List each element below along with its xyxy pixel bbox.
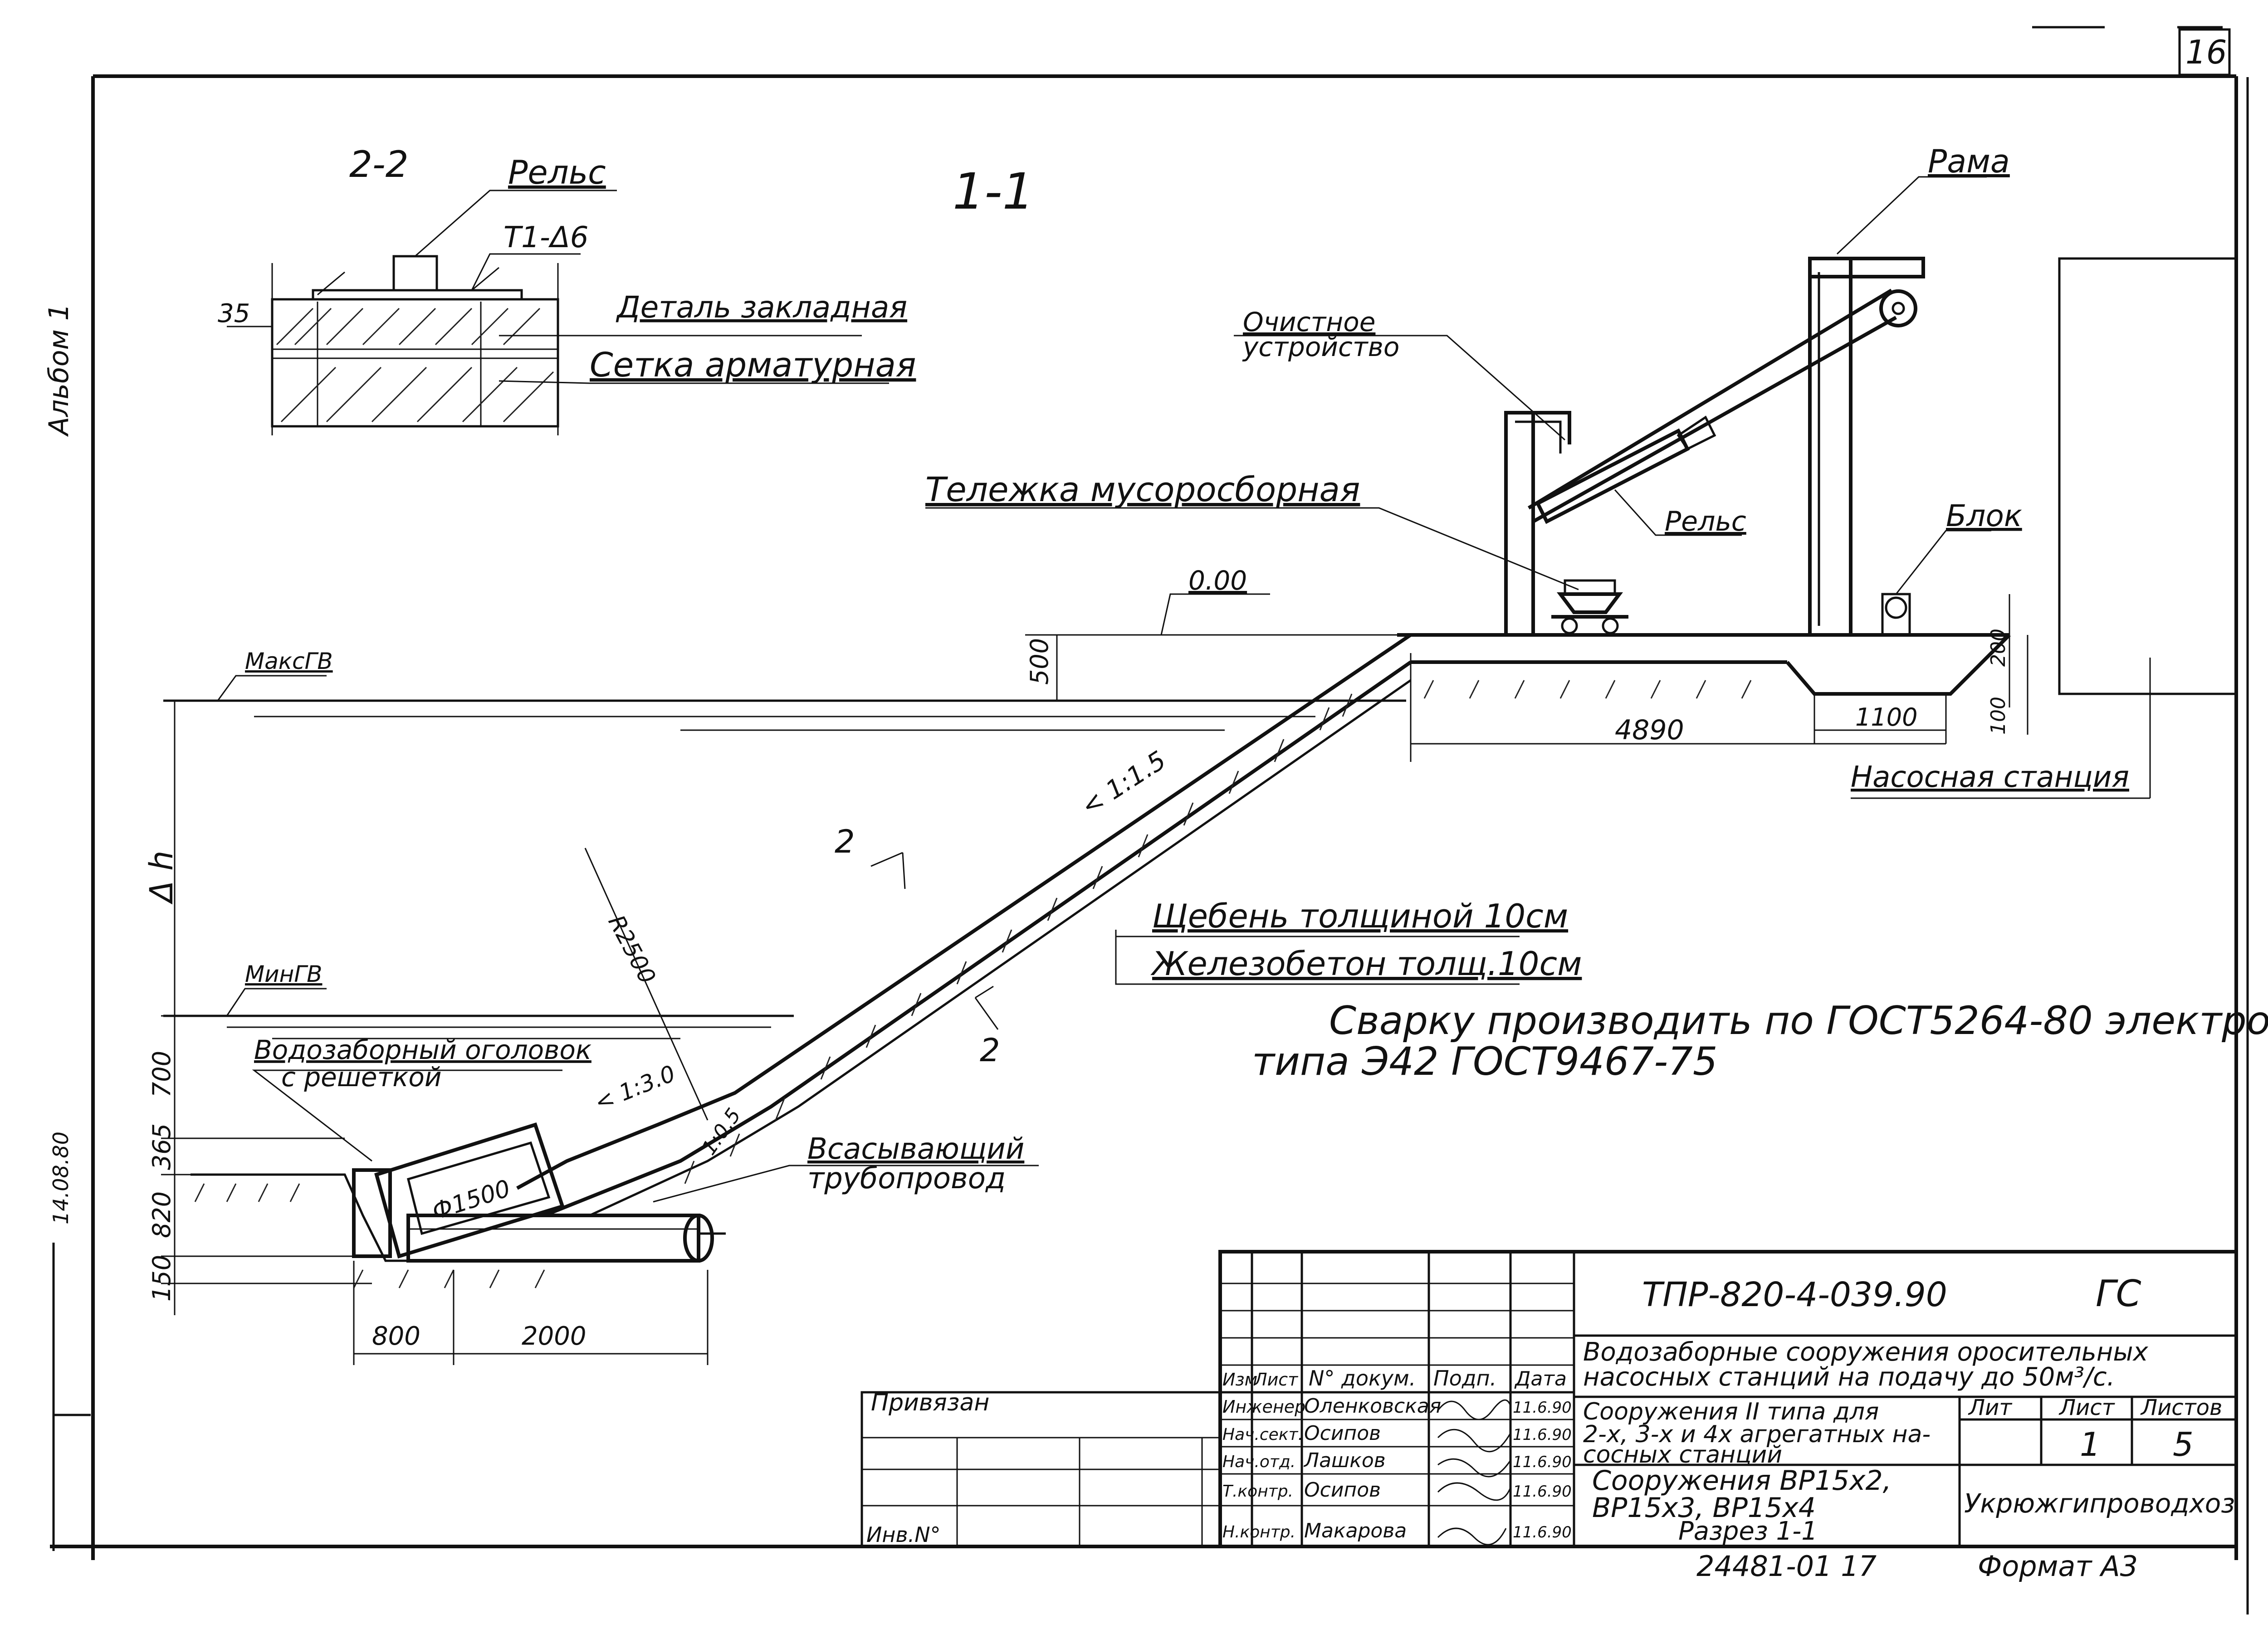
sub-line3: Разрез 1-1 bbox=[1678, 1517, 1818, 1546]
sub-line1: Сооружения ВР15х2, bbox=[1592, 1465, 1892, 1497]
level-000-label: 0.00 bbox=[1188, 565, 1247, 596]
type-line2: 2-х, 3-х и 4х агрегатных на- bbox=[1583, 1421, 1931, 1448]
intake-label-line1: Водозаборный оголовок bbox=[254, 1034, 591, 1065]
dim-200: 200 bbox=[1987, 629, 2010, 667]
slope-structure bbox=[191, 633, 1412, 1365]
date-3: 11.6.90 bbox=[1513, 1453, 1572, 1471]
type-line1: Сооружения II типа для bbox=[1583, 1398, 1879, 1425]
title-line2: насосных станций на подачу до 50м³/с. bbox=[1583, 1362, 2115, 1392]
role-5: Н.контр. bbox=[1222, 1523, 1295, 1541]
pump-station-label: Насосная станция bbox=[1851, 761, 2129, 794]
drawing-code: ТПР-820-4-039.90 bbox=[1642, 1275, 1947, 1314]
name-1: Оленковская bbox=[1304, 1395, 1441, 1418]
name-4: Осипов bbox=[1304, 1478, 1381, 1502]
cleaner-label-line1: Очистное bbox=[1243, 307, 1375, 337]
dim-4890: 4890 bbox=[1615, 714, 1684, 746]
dim-1100: 1100 bbox=[1855, 703, 1917, 732]
min-level-label: МинГВ bbox=[245, 961, 322, 987]
role-4: Т.контр. bbox=[1222, 1482, 1293, 1501]
trolley bbox=[925, 507, 1628, 634]
date-4: 11.6.90 bbox=[1513, 1483, 1572, 1501]
sheets-value: 5 bbox=[2173, 1425, 2194, 1463]
margin-date: 14.08.80 bbox=[49, 1132, 73, 1224]
block-label: Блок bbox=[1946, 498, 2022, 533]
title-block bbox=[860, 1250, 2238, 1548]
dim-365: 365 bbox=[147, 1123, 176, 1170]
suction-label-line2: трубопровод bbox=[807, 1162, 1006, 1195]
dim-35: 35 bbox=[218, 299, 250, 328]
sheet-number: 16 bbox=[2185, 33, 2227, 71]
role-1: Инженер bbox=[1222, 1397, 1305, 1417]
rail-label-2-2: Рельс bbox=[508, 153, 606, 191]
signatures bbox=[1437, 1399, 1511, 1546]
date-5: 11.6.90 bbox=[1513, 1523, 1572, 1541]
org-name: Укрюжгипроводхоз bbox=[1964, 1488, 2235, 1519]
dim-820: 820 bbox=[147, 1191, 176, 1238]
cleaning-device bbox=[1234, 335, 1742, 637]
sub-line2: ВР15х3, ВР15х4 bbox=[1592, 1492, 1816, 1524]
album-label: Альбом 1 bbox=[43, 303, 75, 437]
header-doc: N° докум. bbox=[1309, 1366, 1416, 1390]
col-sheet: Лист bbox=[2058, 1395, 2116, 1420]
frame-label: Рама bbox=[1928, 143, 2010, 180]
sheet-value: 1 bbox=[2080, 1425, 2101, 1463]
archive-number: 24481-01 17 bbox=[1696, 1550, 1877, 1583]
cut-marker-bottom: 2 bbox=[980, 1032, 1000, 1069]
date-1: 11.6.90 bbox=[1513, 1399, 1572, 1417]
format-label: Формат А3 bbox=[1978, 1550, 2138, 1583]
title-line1: Водозаборные сооружения оросительных bbox=[1583, 1337, 2149, 1367]
cut-marker-top: 2 bbox=[835, 823, 855, 860]
suction-label-line1: Всасывающий bbox=[807, 1132, 1024, 1166]
dim-500: 500 bbox=[1025, 638, 1054, 685]
plate-label: Т1-Δ6 bbox=[503, 221, 588, 254]
trolley-label: Тележка мусоросборная bbox=[925, 470, 1360, 509]
header-list: Лист bbox=[1253, 1370, 1299, 1390]
date-2: 11.6.90 bbox=[1513, 1426, 1572, 1444]
header-sign: Подп. bbox=[1433, 1366, 1496, 1390]
frame-structure bbox=[1527, 176, 1991, 637]
note-line2: типа Э42 ГОСТ9467-75 bbox=[1252, 1039, 1718, 1084]
intake-label-line2: с решеткой bbox=[281, 1062, 442, 1093]
inventory-label: Инв.N° bbox=[866, 1522, 941, 1547]
water-levels bbox=[161, 675, 1406, 1315]
name-2: Осипов bbox=[1304, 1422, 1381, 1445]
section-2-2 bbox=[227, 190, 889, 435]
cleaner-label-line2: устройство bbox=[1242, 332, 1399, 362]
note-line1: Сварку производить по ГОСТ5264-80 электр… bbox=[1329, 998, 2268, 1044]
concrete-label: Железобетон толщ.10см bbox=[1150, 945, 1582, 983]
role-3: Нач.отд. bbox=[1222, 1453, 1295, 1471]
rail-label-1-1: Рельс bbox=[1665, 506, 1746, 537]
header-izm: Изм bbox=[1222, 1370, 1257, 1390]
dim-100: 100 bbox=[1987, 697, 2010, 735]
drawing-mark: ГС bbox=[2096, 1273, 2141, 1315]
type-line3: сосных станций bbox=[1583, 1441, 1782, 1468]
bound-label: Привязан bbox=[871, 1389, 989, 1416]
dim-2000: 2000 bbox=[522, 1322, 587, 1351]
delta-h-label: Δ h bbox=[143, 850, 180, 905]
embedded-detail-label: Деталь закладная bbox=[616, 290, 907, 325]
dim-800: 800 bbox=[372, 1322, 420, 1351]
max-level-label: МаксГВ bbox=[245, 648, 333, 674]
dim-150: 150 bbox=[147, 1255, 176, 1302]
name-5: Макарова bbox=[1304, 1519, 1407, 1542]
header-date: Дата bbox=[1514, 1367, 1567, 1390]
role-2: Нач.сект. bbox=[1222, 1425, 1303, 1444]
col-sheets: Листов bbox=[2140, 1395, 2222, 1420]
name-3: Лашков bbox=[1303, 1449, 1386, 1472]
section-2-2-title: 2-2 bbox=[349, 143, 409, 185]
dim-700: 700 bbox=[147, 1051, 176, 1097]
mesh-label: Сетка арматурная bbox=[590, 346, 916, 385]
gravel-label: Щебень толщиной 10см bbox=[1152, 897, 1568, 935]
col-lit: Лит bbox=[1968, 1395, 2013, 1420]
section-1-1-title: 1-1 bbox=[953, 162, 1034, 220]
